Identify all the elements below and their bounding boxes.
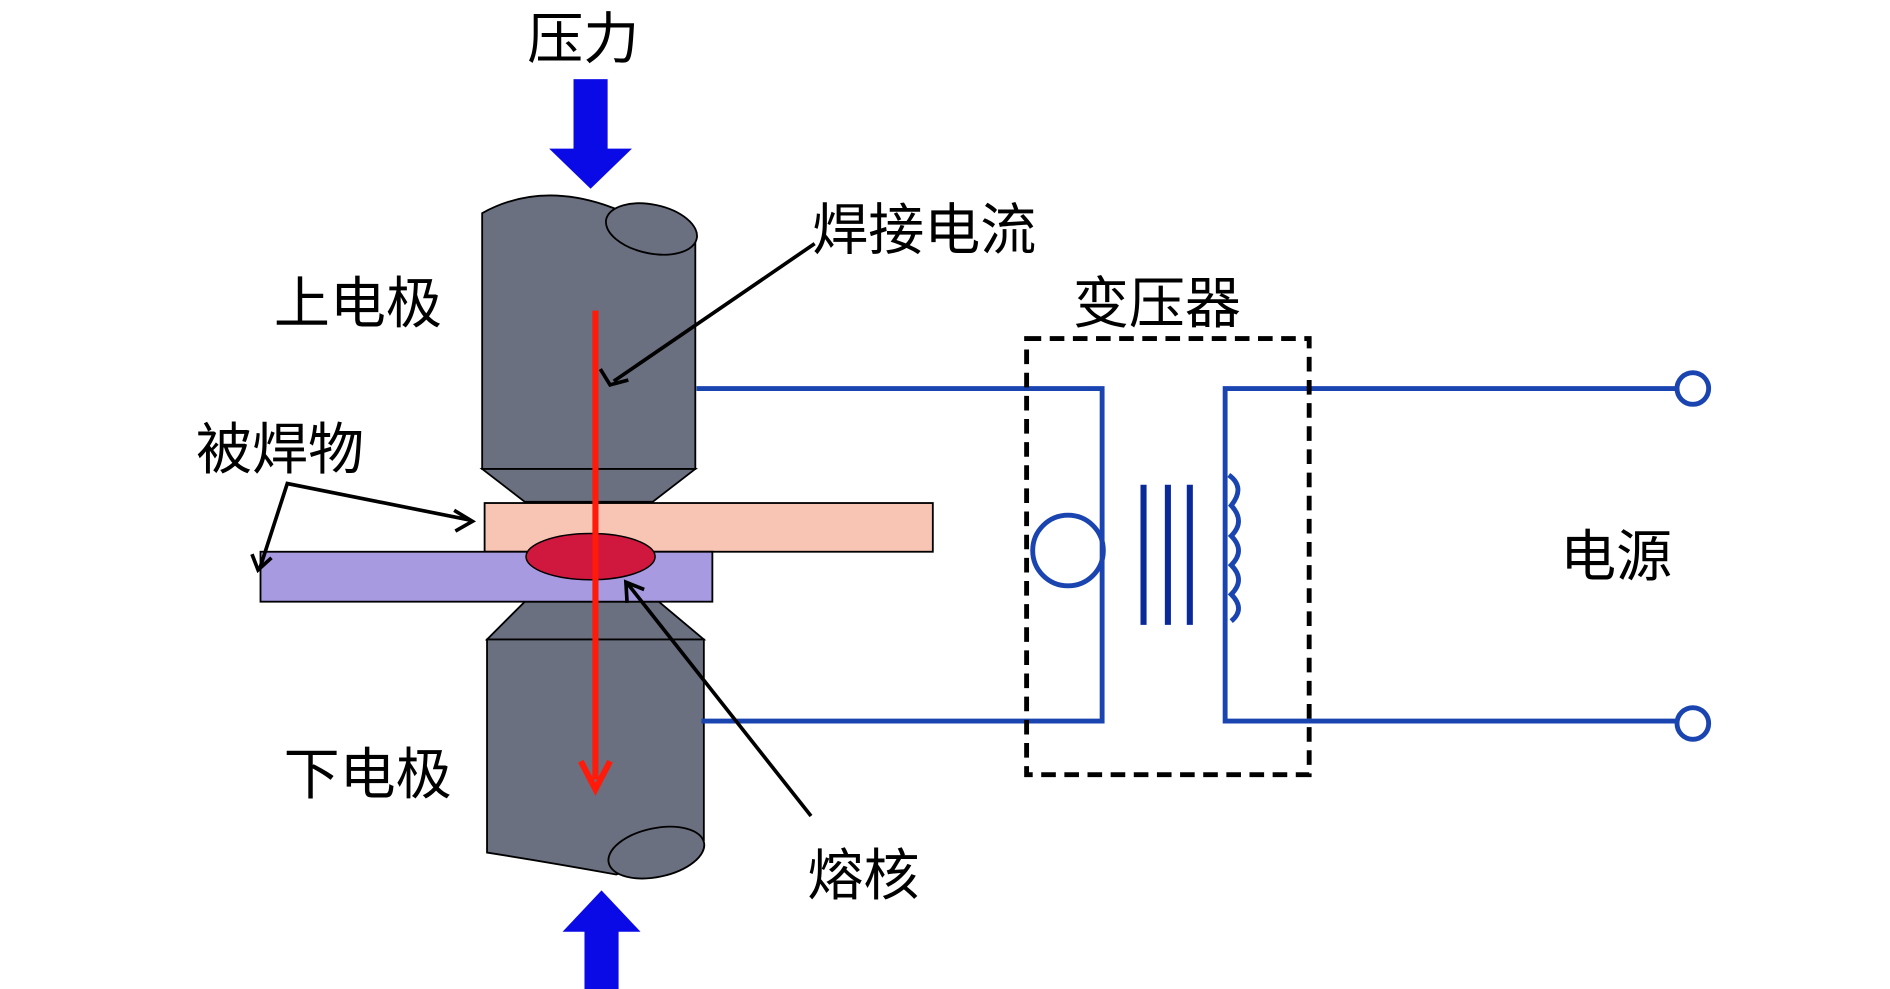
leader-lines [250, 242, 816, 818]
nugget-leader [626, 583, 813, 818]
weld-nugget [525, 532, 656, 581]
label-nugget: 熔核 [807, 844, 919, 909]
label-workpiece: 被焊物 [196, 418, 364, 483]
current-flow-arrow [578, 310, 613, 796]
transformer-core [1140, 484, 1193, 625]
circuit-wires [696, 386, 1676, 724]
label-lower-electrode: 下电极 [284, 743, 452, 808]
label-upper-electrode: 上电极 [274, 272, 442, 337]
label-pressure: 压力 [527, 7, 639, 72]
label-transformer: 变压器 [1073, 272, 1241, 337]
workpiece-leader [257, 481, 471, 571]
bottom-pressure-arrow [562, 890, 641, 989]
welding-current-leader [612, 242, 816, 383]
label-power-source: 电源 [1560, 525, 1672, 590]
primary-winding-loop [1030, 512, 1106, 589]
secondary-coil [1227, 473, 1241, 624]
top-pressure-arrow [549, 79, 632, 189]
power-terminal-bottom [1674, 705, 1712, 742]
transformer-box [1024, 336, 1312, 778]
label-welding-current: 焊接电流 [812, 199, 1036, 264]
upper-electrode [479, 194, 698, 503]
power-terminal-top [1674, 370, 1712, 407]
